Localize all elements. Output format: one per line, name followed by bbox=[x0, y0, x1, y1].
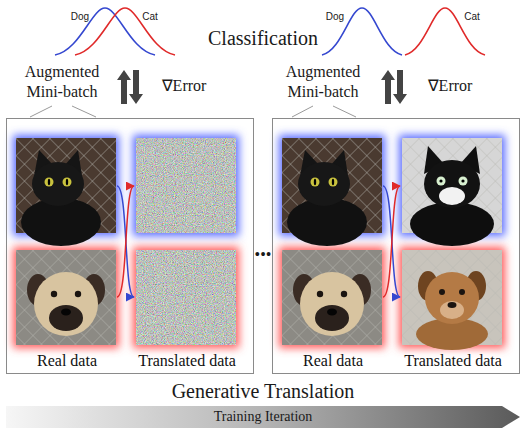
class-name: Cat bbox=[452, 10, 492, 23]
photo-tiles-part bbox=[136, 138, 236, 233]
photo-tiles-part bbox=[16, 138, 116, 246]
photo-tiles-part bbox=[16, 250, 116, 345]
batch-label: Augmented Mini-batch bbox=[10, 62, 114, 102]
bar-label: Training Iteration bbox=[163, 408, 363, 426]
updown-arrows bbox=[117, 70, 407, 104]
ellipsis-mark: ••• bbox=[248, 245, 278, 265]
class-curves-part bbox=[55, 8, 155, 55]
translation-arrows-part bbox=[383, 186, 400, 297]
glow-frames-part bbox=[13, 247, 119, 348]
tile-caption: Translated data bbox=[393, 351, 513, 371]
caption-row: Real dataTranslated data bbox=[273, 351, 519, 371]
glow-frames-part bbox=[133, 135, 239, 236]
iteration-bar bbox=[6, 406, 520, 428]
photo-tiles-part bbox=[282, 250, 382, 345]
class-name: Dog bbox=[315, 10, 355, 23]
translation-arrows-part bbox=[383, 186, 400, 297]
glow-frames-part bbox=[279, 247, 385, 348]
translation-arrows bbox=[117, 186, 400, 297]
callout-lines-part bbox=[72, 106, 96, 117]
glow-frames-part bbox=[133, 247, 239, 348]
class-name: Cat bbox=[130, 10, 170, 23]
photo-tiles-part bbox=[282, 138, 382, 246]
tile-caption: Translated data bbox=[127, 351, 247, 371]
class-curves-part bbox=[75, 8, 175, 55]
callout-lines-part bbox=[30, 106, 52, 117]
updown-arrows-part bbox=[393, 70, 407, 104]
caption-row: Real dataTranslated data bbox=[7, 351, 253, 371]
tile-caption: Real data bbox=[273, 351, 393, 371]
photo-tiles-part bbox=[402, 138, 502, 246]
photo-tiles bbox=[16, 138, 502, 350]
batch-label: Augmented Mini-batch bbox=[271, 62, 375, 102]
callout-lines-part bbox=[292, 106, 313, 117]
class-name: Dog bbox=[60, 10, 100, 23]
panel-box: Real dataTranslated data bbox=[272, 118, 520, 374]
photo-tiles-part bbox=[136, 250, 236, 345]
gradient-label: ∇Error bbox=[149, 76, 219, 96]
photo-tiles-part bbox=[402, 250, 502, 350]
iteration-bar-part bbox=[6, 406, 520, 428]
class-curves bbox=[55, 8, 485, 55]
translation-arrows-part bbox=[117, 186, 134, 297]
stage-title: Classification bbox=[198, 26, 328, 51]
updown-arrows-part bbox=[129, 70, 143, 104]
stage-title: Generative Translation bbox=[143, 379, 383, 404]
updown-arrows-part bbox=[117, 70, 131, 104]
panel-box: Real dataTranslated data bbox=[6, 118, 254, 374]
updown-arrows-part bbox=[381, 70, 395, 104]
callout-lines-part bbox=[333, 106, 356, 117]
tile-caption: Real data bbox=[7, 351, 127, 371]
gradient-label: ∇Error bbox=[415, 76, 485, 96]
translation-arrows-part bbox=[117, 186, 134, 297]
callout-lines bbox=[30, 106, 356, 117]
